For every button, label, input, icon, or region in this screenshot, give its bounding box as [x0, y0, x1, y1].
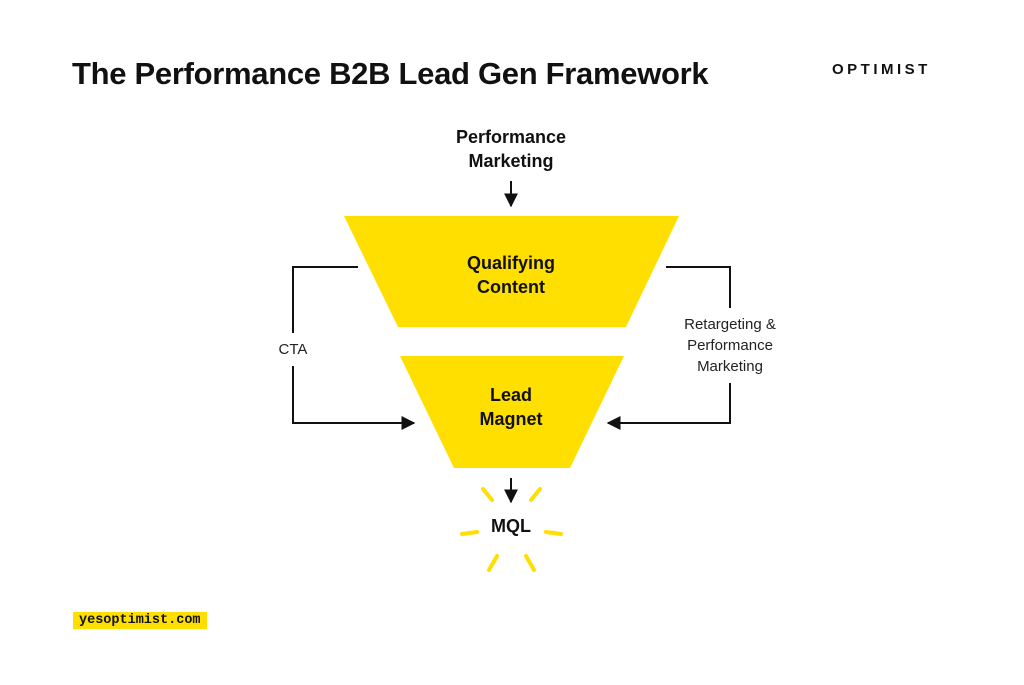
retargeting-line3: Marketing: [697, 358, 763, 375]
stage2-line2: Magnet: [479, 409, 543, 429]
brand-logo: OPTIMIST: [832, 61, 931, 78]
mql-sparkle-icon: [460, 487, 563, 572]
input-label-line1: Performance: [455, 127, 567, 147]
site-url-badge: yesoptimist.com: [73, 612, 207, 629]
stage-qualifying-content-label: Qualifying Content: [411, 251, 611, 299]
stage1-line2: Content: [477, 277, 545, 297]
stage2-line1: Lead: [489, 385, 532, 405]
retargeting-label: Retargeting & Performance Marketing: [660, 314, 800, 377]
retargeting-line1: Retargeting &: [684, 316, 776, 333]
retargeting-loop-connector-bottom: [606, 383, 731, 430]
input-label: Performance Marketing: [411, 125, 611, 173]
stage-lead-magnet-label: Lead Magnet: [411, 383, 611, 431]
cta-label: CTA: [278, 341, 308, 358]
retargeting-loop-connector-top: [666, 266, 731, 308]
mql-label: MQL: [491, 516, 531, 536]
cta-loop-connector-bottom: [292, 366, 416, 430]
stage-qualifying-content: [344, 216, 679, 327]
retargeting-line2: Performance: [687, 337, 773, 354]
page-title: The Performance B2B Lead Gen Framework: [72, 56, 709, 91]
cta-loop-connector-top: [292, 266, 358, 333]
input-label-line2: Marketing: [468, 151, 554, 171]
stage1-line1: Qualifying: [466, 253, 555, 273]
stage-lead-magnet: [400, 356, 624, 468]
